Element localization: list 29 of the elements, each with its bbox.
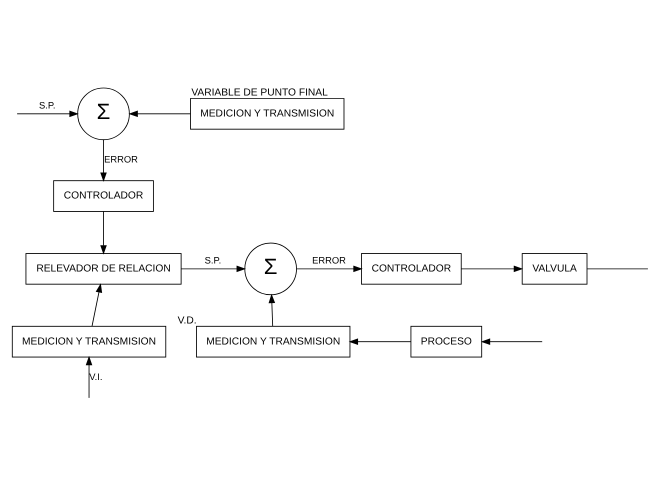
node-box: PROCESO: [410, 325, 482, 357]
node-circle: Σ: [244, 242, 297, 295]
arrow: [461, 265, 524, 272]
node-box: RELEVADOR DE RELACION: [26, 252, 182, 284]
node-label: VARIABLE DE PUNTO FINAL: [191, 87, 328, 98]
node-box: MEDICION Y TRANSMISION: [190, 98, 344, 130]
arrow: [480, 338, 543, 344]
arrow: [100, 139, 107, 182]
arrow: [180, 265, 246, 272]
arrow: [86, 355, 92, 398]
arrow: [16, 110, 79, 117]
arrow: [100, 210, 107, 254]
arrow: [92, 282, 102, 326]
node-box: CONTROLADOR: [53, 180, 154, 212]
arrow: [268, 293, 276, 326]
node-label: V.D.: [178, 314, 197, 326]
edge-label: S.P.: [204, 255, 222, 266]
edge-label: ERROR: [312, 255, 346, 266]
arrow: [128, 110, 191, 117]
edge-label: S.P.: [38, 100, 56, 110]
node-box: MEDICION Y TRANSMISION: [196, 325, 350, 357]
connector: [586, 268, 648, 269]
arrow: [296, 265, 363, 272]
node-box: CONTROLADOR: [361, 252, 462, 284]
node-circle: Σ: [77, 87, 130, 140]
edge-label: ERROR: [104, 154, 138, 164]
node-box: MEDICION Y TRANSMISION: [12, 325, 166, 357]
arrow: [348, 338, 411, 344]
node-box: VALVULA: [522, 252, 588, 284]
